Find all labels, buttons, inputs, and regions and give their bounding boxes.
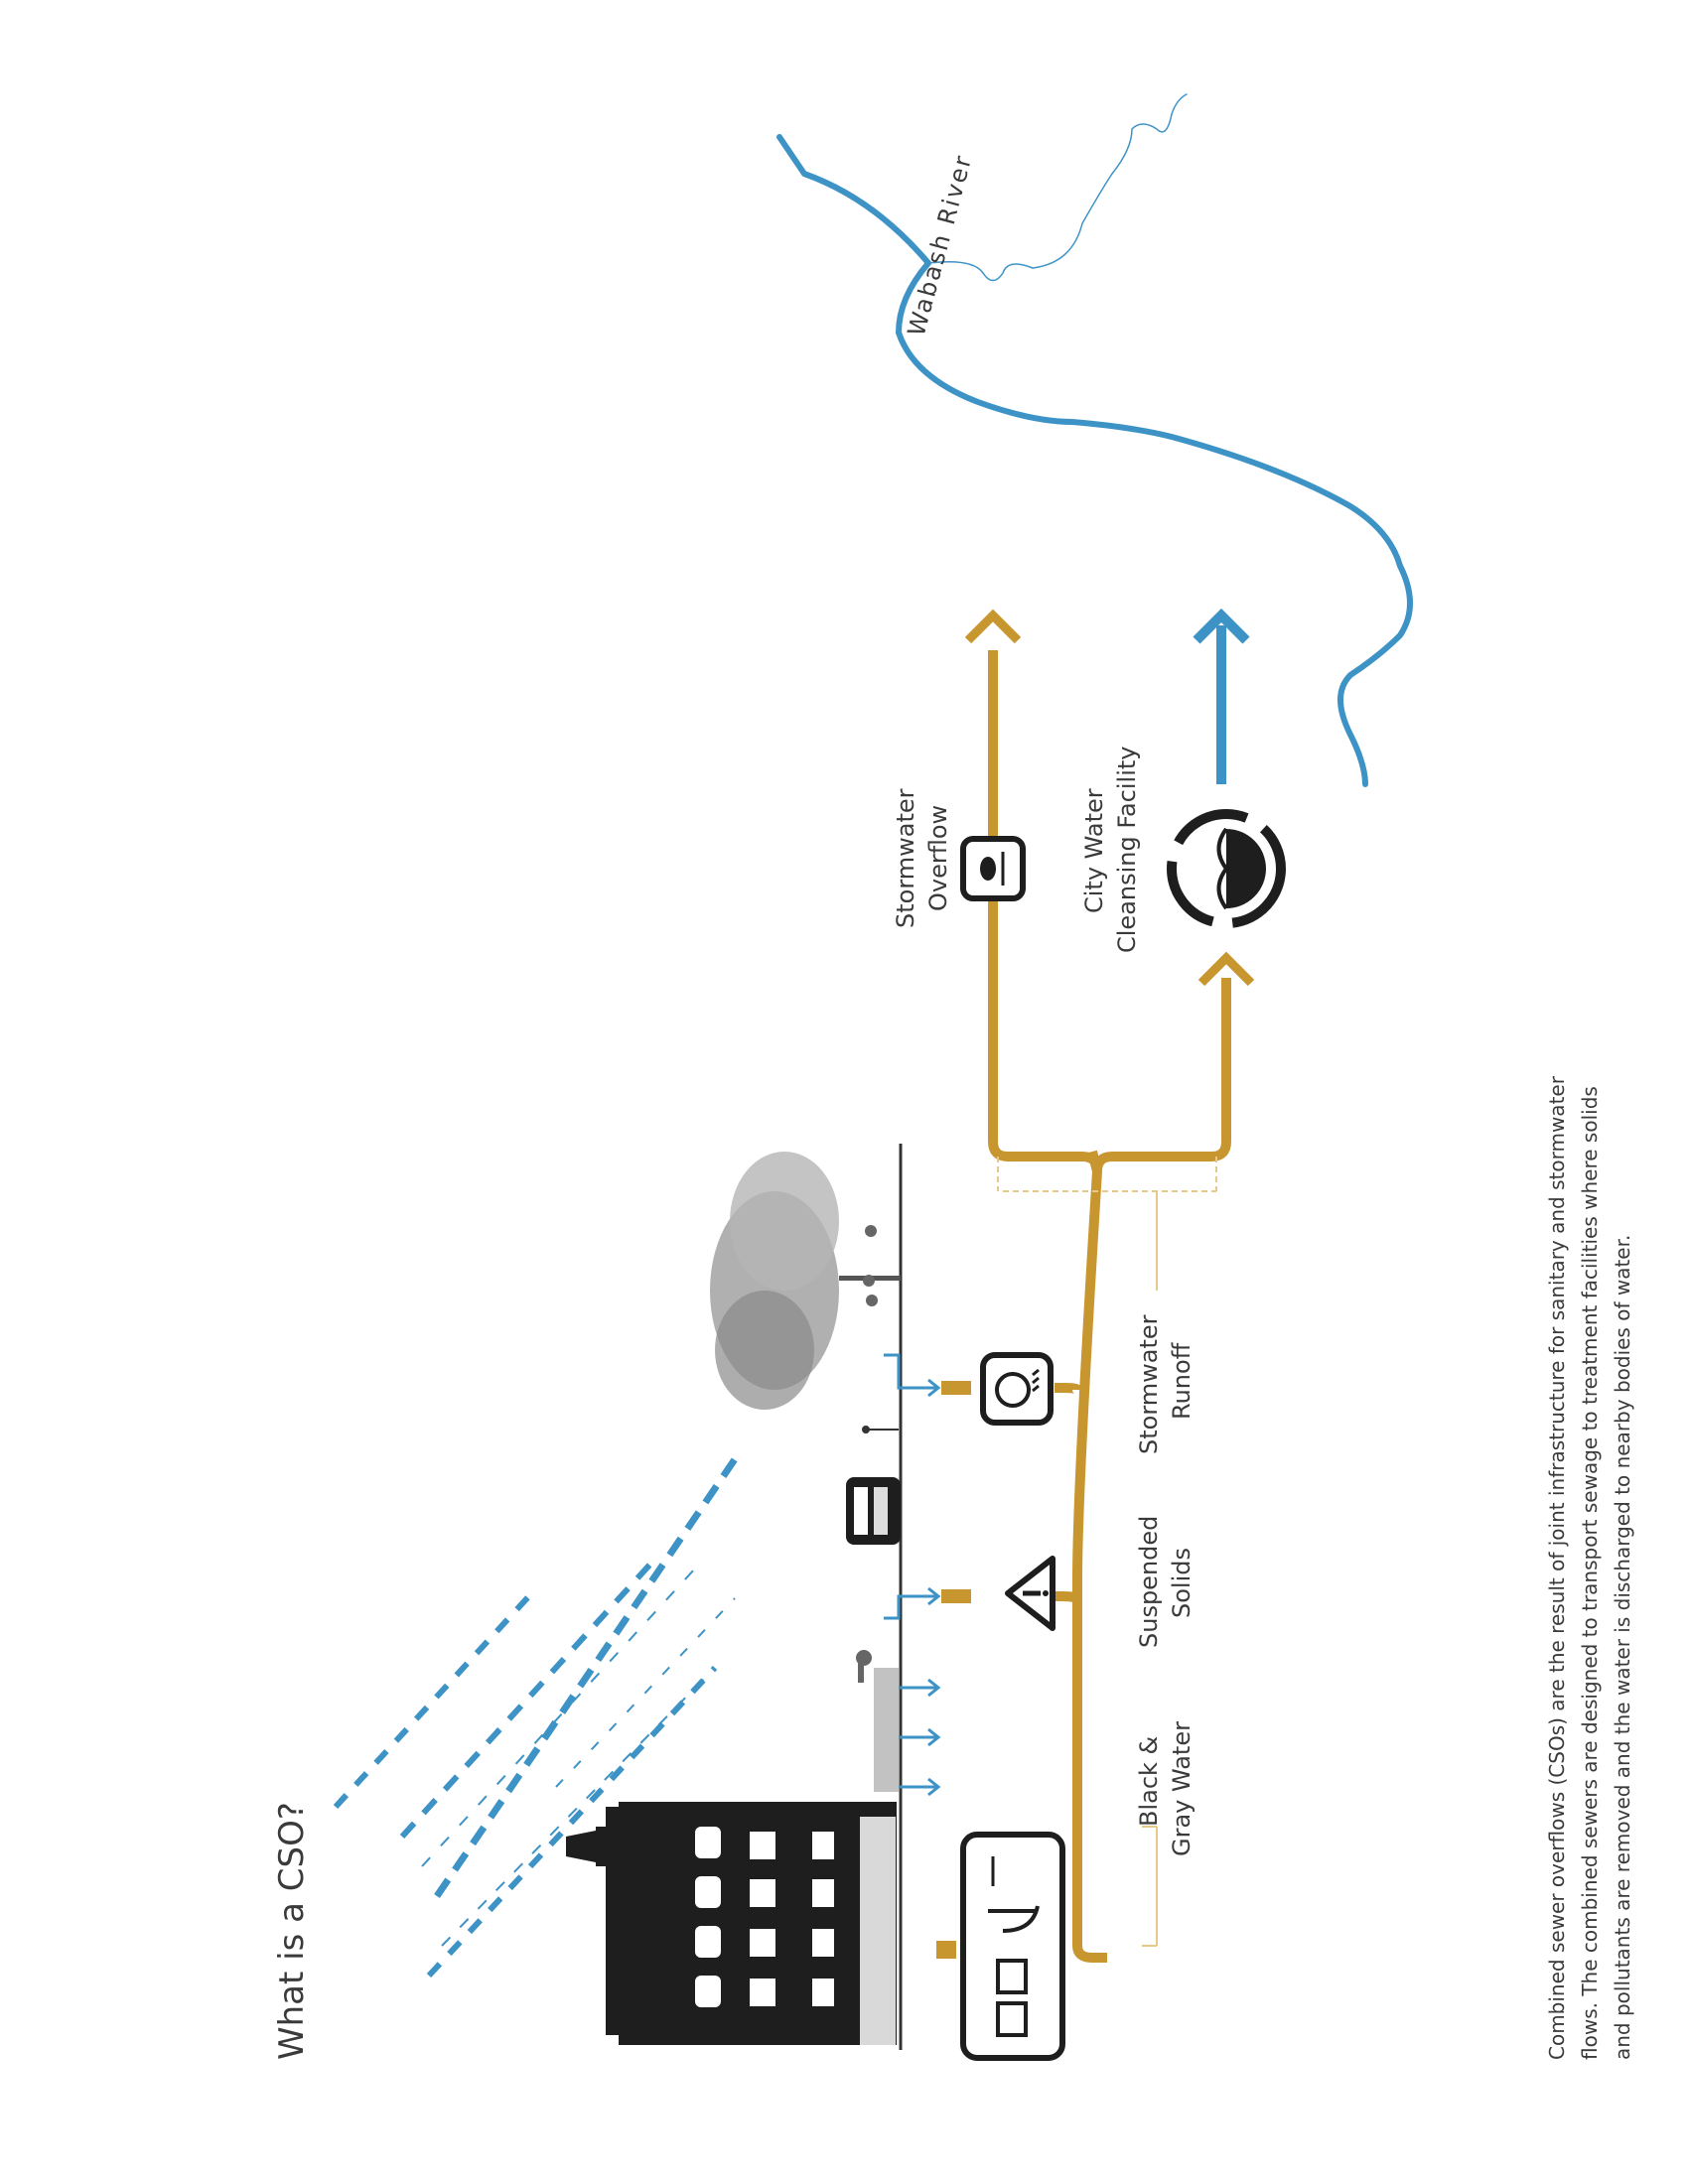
facility-input-arrow	[1197, 951, 1255, 987]
label-stormwater-overflow-2: Overflow	[924, 805, 952, 911]
labels: Black & Gray Water Suspended Solids Stor…	[892, 747, 1196, 1856]
recycle-cycle-icon	[1167, 809, 1286, 928]
caption-line-2: flows. The combined sewers are designed …	[1578, 1086, 1602, 2060]
rain	[333, 1457, 738, 1979]
toilet-sink-icon	[960, 1832, 1065, 2061]
caption-line-3: and pollutants are removed and the water…	[1611, 1235, 1634, 2060]
label-facility-2: Cleansing Facility	[1113, 747, 1141, 953]
overflow-outlet-icon	[960, 836, 1026, 901]
pale-connectors	[997, 1157, 1217, 1947]
shrubs	[856, 1650, 899, 1792]
label-stormwater-runoff-2: Runoff	[1168, 1342, 1196, 1420]
infiltration-arrows	[899, 1678, 941, 1797]
label-suspended-solids-1: Suspended	[1135, 1516, 1163, 1648]
rain-cloud-icon	[980, 1352, 1054, 1426]
pedestrian	[862, 1426, 899, 1433]
label-black-gray-water-1: Black &	[1135, 1736, 1163, 1827]
car-silhouette	[846, 1477, 901, 1545]
overflow-arrow	[964, 609, 1022, 644]
caption: Combined sewer overflows (CSOs) are the …	[1545, 1075, 1634, 2060]
label-facility-1: City Water	[1080, 788, 1108, 913]
label-black-gray-water-2: Gray Water	[1168, 1721, 1196, 1856]
page-title: What is a CSO?	[272, 1802, 312, 2060]
sewer-pipes	[988, 650, 1231, 1963]
building-silhouette	[566, 1802, 897, 2045]
caption-line-1: Combined sewer overflows (CSOs) are the …	[1545, 1075, 1569, 2060]
river-path	[776, 93, 1413, 787]
tree-silhouette	[710, 1152, 901, 1410]
label-stormwater-overflow-1: Stormwater	[892, 788, 919, 928]
warning-triangle-icon	[1005, 1556, 1055, 1631]
feeder-stubs	[936, 1381, 971, 1959]
clean-water-arrow	[1193, 608, 1250, 784]
street-drains	[884, 1353, 941, 1620]
label-stormwater-runoff-1: Stormwater	[1135, 1314, 1163, 1454]
label-suspended-solids-2: Solids	[1168, 1548, 1196, 1618]
